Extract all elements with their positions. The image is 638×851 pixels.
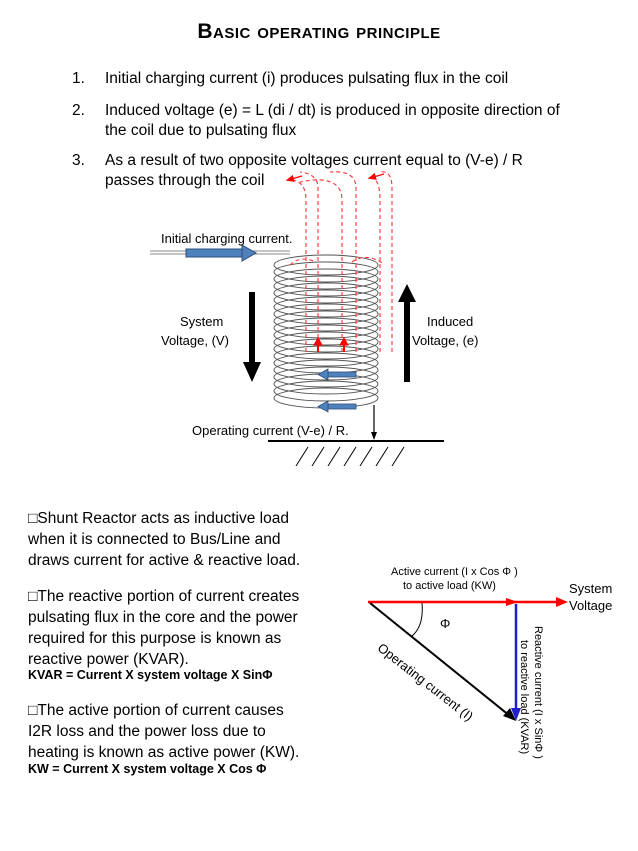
active-current-label-line1: Active current (I x Cos Φ ) [391,566,518,578]
step-3-number: 3. [72,152,85,169]
step-1-number: 1. [72,70,85,87]
paragraph-active-portion: □The active portion of current causes I2… [28,702,300,761]
coil-current-arrows [317,368,357,413]
page-title: Basic operating principle [197,20,441,43]
ground-symbol [295,446,405,467]
step-3-text-line2: passes through the coil [105,172,265,189]
operating-current-label: Operating current (V-e) / R. [192,423,349,438]
initial-current-label: Initial charging current. [161,231,293,246]
kvar-formula: KVAR = Current X system voltage X SinΦ [28,668,273,682]
reactive-current-label-line1: Reactive current (I x SinΦ ) [532,626,544,759]
initial-current-arrow [185,244,258,262]
step-3-text-line1: As a result of two opposite voltages cur… [105,152,523,169]
checkbox-bullet-icon: □ [28,702,38,719]
phi-angle-arc [411,602,423,637]
active-current-phasor [506,598,518,606]
step-2-text-line1: Induced voltage (e) = L (di / dt) is pro… [105,102,560,119]
phi-label: Φ [440,616,451,631]
current-up-arrows [313,336,349,352]
induced-voltage-arrow [398,284,416,382]
active-current-label-line2: to active load (KW) [403,580,496,592]
system-voltage-phasor-label-line1: System [569,581,613,596]
operating-current-phasor [369,602,516,721]
system-voltage-label-line1: System [180,314,224,329]
step-2-text-line2: the coil due to pulsating flux [105,122,297,139]
induced-voltage-label-line1: Induced [427,314,474,329]
system-voltage-phasor [368,597,568,607]
induced-voltage-label-line2: Voltage, (e) [412,333,479,348]
step-2-number: 2. [72,102,85,119]
step-1-text: Initial charging current (i) produces pu… [105,70,509,87]
flux-arrow-right [367,172,385,180]
coil-turns [273,254,379,409]
system-voltage-arrow [243,292,261,382]
paragraph-shunt-reactor: □Shunt Reactor acts as inductive load wh… [28,510,301,569]
reactive-current-label-line2: to reactive load (KVAR) [518,640,530,755]
checkbox-bullet-icon: □ [28,510,38,527]
checkbox-bullet-icon: □ [28,588,38,605]
system-voltage-phasor-label-line2: Voltage [569,598,613,613]
kw-formula: KW = Current X system voltage X Cos Φ [28,762,267,776]
system-voltage-label-line2: Voltage, (V) [161,333,229,348]
flux-arrow-left [285,174,303,182]
paragraph-reactive-portion: □The reactive portion of current creates… [28,588,300,668]
reactive-current-phasor [511,604,521,721]
